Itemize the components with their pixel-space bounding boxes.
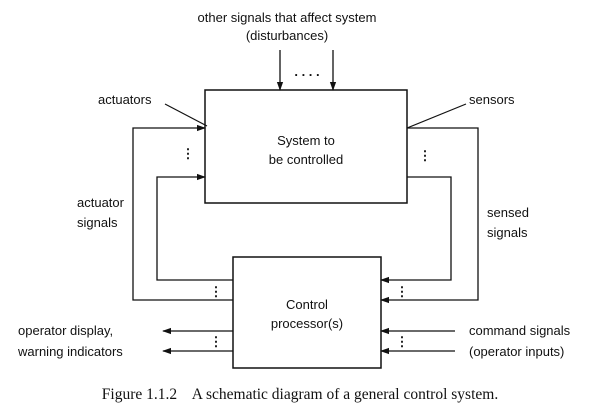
controller-box — [232, 256, 382, 369]
system-box — [204, 89, 408, 204]
actuator-signals-label-line1: actuator — [77, 195, 125, 210]
figure-caption: Figure 1.1.2 A schematic diagram of a ge… — [102, 386, 498, 403]
command-input-ellipsis: ⋮ — [396, 334, 409, 349]
actuators-label: actuators — [98, 92, 152, 107]
operator-output-ellipsis: ⋮ — [210, 334, 223, 349]
disturbances-label-line2: (disturbances) — [246, 28, 328, 43]
sensor-ellipsis: ⋮ — [419, 148, 432, 163]
actuators-leader — [164, 103, 208, 127]
sensors-label: sensors — [469, 92, 515, 107]
controller-left-ellipsis: ⋮ — [210, 284, 223, 299]
controller-box-line2: processor(s) — [271, 316, 343, 331]
sensed-signals-label-line1: sensed — [487, 205, 529, 220]
sensed-signal-path-inner — [380, 176, 452, 284]
actuator-signal-path-outer — [132, 124, 233, 301]
disturbances-label-line1: other signals that affect system — [198, 10, 377, 25]
controller-right-ellipsis: ⋮ — [396, 284, 409, 299]
warning-indicators-label: warning indicators — [17, 344, 123, 359]
sensors-leader — [406, 103, 467, 129]
actuator-signals-label-line2: signals — [77, 215, 118, 230]
operator-display-label: operator display, — [18, 323, 113, 338]
sensed-signal-path-outer — [380, 127, 479, 304]
system-box-line1: System to — [277, 133, 335, 148]
disturbance-ellipsis: . . . . — [294, 64, 319, 79]
sensed-signals-label-line2: signals — [487, 225, 528, 240]
actuator-signal-path-inner — [156, 173, 233, 281]
operator-inputs-label: (operator inputs) — [469, 344, 564, 359]
actuator-ellipsis: ⋮ — [182, 146, 195, 161]
controller-box-line1: Control — [286, 297, 328, 312]
system-box-line2: be controlled — [269, 152, 343, 167]
command-signals-label: command signals — [469, 323, 571, 338]
